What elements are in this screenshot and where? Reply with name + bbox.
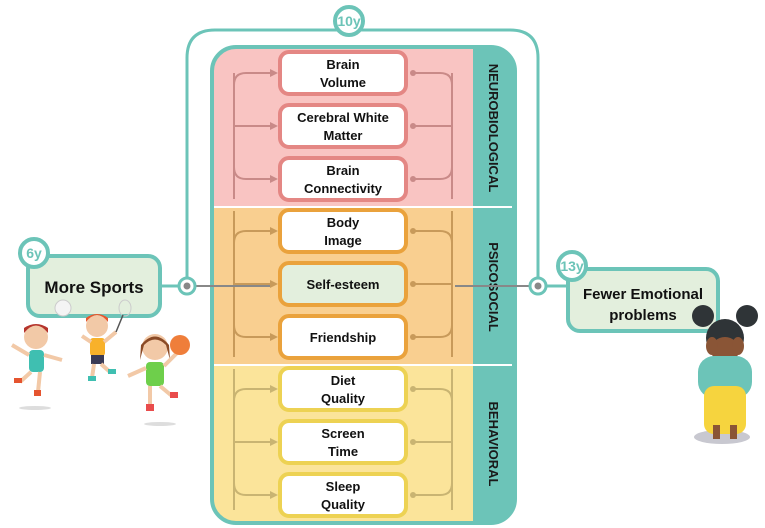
connector-dot [410,176,416,182]
mediator-label-line2: Image [324,233,362,248]
mediator-label-line1: Cerebral White [297,110,389,125]
mediator-label: Self-esteem [307,277,380,292]
more-sports-label: More Sports [44,278,143,297]
arrow-out-of-neurobiological-0 [412,72,453,86]
direct-path-connector [185,28,540,285]
mediator-label-line1: Screen [321,426,364,441]
connector-dot [410,228,416,234]
mediator-label-line1: Body [327,215,360,230]
mediator-label-line1: Sleep [326,479,361,494]
arrow-out-of-neurobiological-2 [412,166,453,180]
mediator-label-line2: Quality [321,391,366,406]
outcome-label-line2: problems [609,307,677,324]
mediator-label-line2: Matter [323,128,362,143]
basketball-icon [170,335,190,355]
connector-dot [410,123,416,129]
section-label-behavioral: BEHAVIORAL [486,402,501,487]
badminton-racket-icon [118,299,132,317]
mediator-box: Self-esteem [278,261,408,307]
section-label-neurobiological: NEUROBIOLOGICAL [486,64,501,193]
start-node: More Sports 6y [18,237,270,318]
mediator-label-line1: Brain [326,57,359,72]
sad-girl-covering-face-illustration [692,305,758,444]
kid-1-figure [10,324,63,410]
volleyball-icon [54,299,72,317]
connector-dot [410,439,416,445]
arrow-into-behavioral-0 [233,385,278,402]
mediator-label-line2: Volume [320,75,366,90]
connector-dot [410,386,416,392]
arrow-into-psicosocial-0 [233,227,278,244]
mediator-label-line1: Brain [326,163,359,178]
mediator-label: Friendship [310,330,377,345]
outcome-node: Fewer Emotional problems 13y [455,250,720,333]
age-badge-13y [556,250,588,282]
connector-dot [410,492,416,498]
arrow-out-of-psicosocial-0 [412,230,453,244]
kid-2-figure [80,314,124,381]
arrow-into-neurobiological-2 [233,166,278,183]
mediator-label-line1: Diet [331,373,356,388]
connector-dot [410,281,416,287]
mediator-label-line2: Connectivity [304,181,383,196]
age-badge-6y [18,237,50,269]
arrow-into-psicosocial-2 [233,324,278,341]
mediator-label-line2: Time [328,444,358,459]
mediator-label-line2: Quality [321,497,366,512]
connector-dot [410,70,416,76]
arrow-out-of-behavioral-2 [412,482,453,496]
children-playing-sports-illustration [10,299,190,426]
age-badge-10y [333,5,365,37]
connector-dot [410,334,416,340]
age-label-6y: 6y [26,245,42,261]
arrow-into-neurobiological-0 [233,69,278,86]
arrow-out-of-behavioral-0 [412,388,453,402]
age-label-13y: 13y [560,258,584,274]
kid-3-figure [127,334,190,426]
outcome-label-line1: Fewer Emotional [583,286,703,303]
fewer-emotional-problems-box [566,267,720,333]
age-label-10y: 10y [337,13,361,29]
arrow-out-of-psicosocial-2 [412,324,453,338]
section-label-psicosocial: PSICOSOCIAL [486,242,501,332]
mediator-box: Friendship [278,314,408,360]
arrow-into-behavioral-2 [233,482,278,499]
